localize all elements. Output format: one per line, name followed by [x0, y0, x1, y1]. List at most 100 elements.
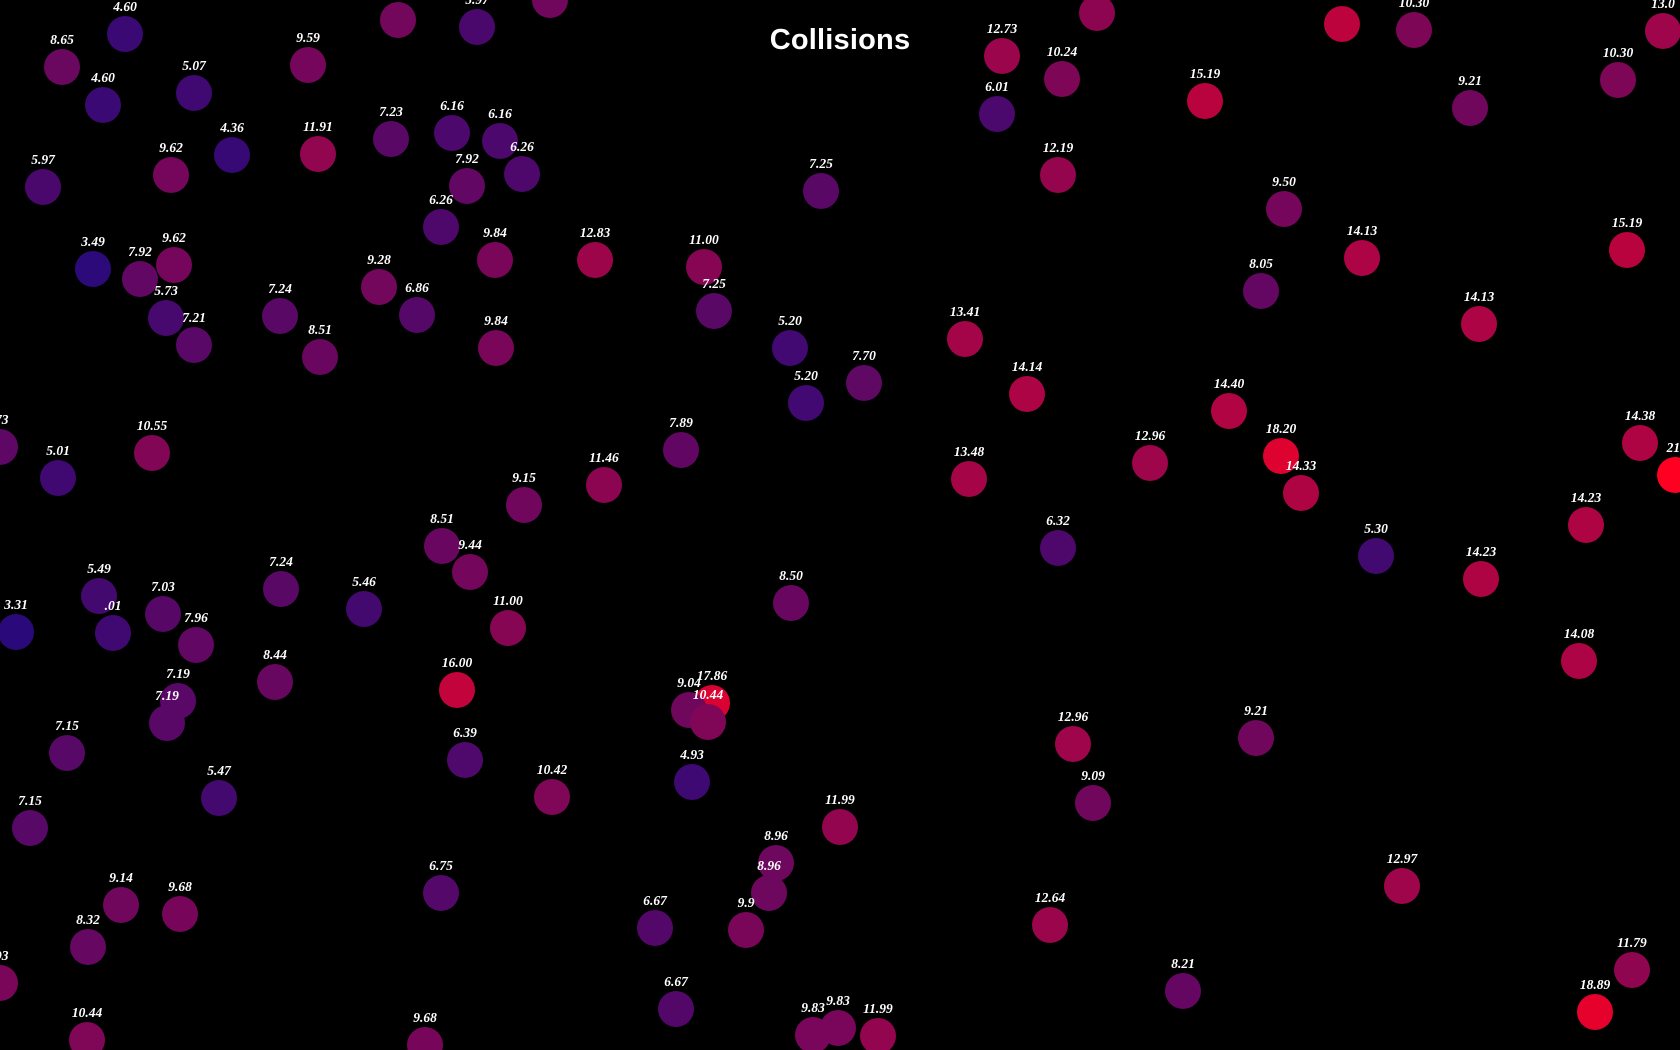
ball-speed-label: 4.36 — [220, 120, 244, 135]
ball — [149, 705, 185, 741]
ball — [373, 121, 409, 157]
ball — [44, 49, 80, 85]
ball — [1040, 530, 1076, 566]
ball-speed-label: 8.51 — [430, 511, 454, 526]
ball-speed-label: 14.23 — [1465, 544, 1497, 559]
ball — [439, 672, 475, 708]
ball — [1079, 0, 1115, 31]
ball — [145, 596, 181, 632]
ball-speed-label: 18.20 — [1265, 421, 1297, 436]
ball — [1165, 973, 1201, 1009]
ball-speed-label: 7.96 — [184, 610, 208, 625]
ball-speed-label: 9.62 — [162, 230, 186, 245]
ball — [1032, 907, 1068, 943]
ball-speed-label: 8.96 — [764, 828, 788, 843]
ball-speed-label: 17.86 — [696, 668, 728, 683]
ball-speed-label: 9.21 — [1244, 703, 1268, 718]
ball — [1622, 425, 1658, 461]
ball-speed-label: 5.49 — [87, 561, 111, 576]
ball — [1040, 157, 1076, 193]
ball — [490, 610, 526, 646]
ball-speed-label: 14.23 — [1570, 490, 1602, 505]
ball — [40, 460, 76, 496]
ball — [1009, 376, 1045, 412]
ball-speed-label: 5.73 — [154, 283, 178, 298]
ball — [12, 810, 48, 846]
ball-speed-label: 5.01 — [46, 443, 70, 458]
ball-speed-label: 12.73 — [986, 21, 1018, 36]
ball — [148, 300, 184, 336]
ball — [424, 528, 460, 564]
ball — [25, 169, 61, 205]
ball — [0, 965, 18, 1001]
ball-speed-label: 14.38 — [1624, 408, 1656, 423]
ball — [423, 875, 459, 911]
ball-speed-label: 11.00 — [493, 593, 523, 608]
ball-speed-label: 7.24 — [268, 281, 292, 296]
ball-speed-label: 6.86 — [405, 280, 429, 295]
ball — [262, 298, 298, 334]
ball — [346, 591, 382, 627]
ball-speed-label: 14.13 — [1346, 223, 1378, 238]
ball — [1561, 643, 1597, 679]
ball — [1238, 720, 1274, 756]
ball-speed-label: 9.9 — [737, 895, 755, 910]
ball — [1568, 507, 1604, 543]
ball — [257, 664, 293, 700]
ball — [951, 461, 987, 497]
ball-speed-label: 6.26 — [510, 139, 534, 154]
ball-speed-label: 7.15 — [55, 718, 79, 733]
ball — [1384, 868, 1420, 904]
ball-speed-label: 13.0 — [1651, 0, 1675, 11]
ball — [423, 209, 459, 245]
ball-speed-label: 9.50 — [1272, 174, 1296, 189]
ball-speed-label: 9.84 — [484, 313, 508, 328]
ball-speed-label: 12.19 — [1042, 140, 1074, 155]
ball-speed-label: 9.14 — [109, 870, 133, 885]
ball — [361, 269, 397, 305]
ball-speed-label: 12.96 — [1134, 428, 1166, 443]
ball — [772, 330, 808, 366]
ball — [979, 96, 1015, 132]
ball — [1600, 62, 1636, 98]
ball-speed-label: 7.70 — [852, 348, 876, 363]
ball-speed-label: 7.92 — [128, 244, 152, 259]
ball-speed-label: 11.91 — [303, 119, 333, 134]
ball — [81, 578, 117, 614]
ball-speed-label: 15.19 — [1611, 215, 1643, 230]
ball-speed-label: 7.19 — [155, 688, 179, 703]
ball — [263, 571, 299, 607]
ball-speed-label: 14.33 — [1285, 458, 1317, 473]
ball-speed-label: 18.89 — [1579, 977, 1611, 992]
ball-speed-label: 5.20 — [778, 313, 802, 328]
ball-speed-label: 7.23 — [379, 104, 403, 119]
ball — [1344, 240, 1380, 276]
ball-speed-label: 10.30 — [1602, 45, 1634, 60]
ball-speed-label: 8.50 — [779, 568, 803, 583]
ball-speed-label: 12.83 — [579, 225, 611, 240]
ball-speed-label: 4.60 — [91, 70, 115, 85]
ball — [178, 627, 214, 663]
ball — [1266, 191, 1302, 227]
ball-speed-label: .73 — [0, 412, 9, 427]
ball — [452, 554, 488, 590]
ball-speed-label: 7.25 — [809, 156, 833, 171]
ball — [846, 365, 882, 401]
ball — [822, 809, 858, 845]
ball-speed-label: 6.01 — [985, 79, 1009, 94]
ball-speed-label: 14.08 — [1563, 626, 1595, 641]
ball — [214, 137, 250, 173]
ball-speed-label: 9.84 — [483, 225, 507, 240]
ball — [95, 615, 131, 651]
ball-speed-label: 7.89 — [669, 415, 693, 430]
ball-speed-label: 6.26 — [429, 192, 453, 207]
ball-speed-label: 8.21 — [1171, 956, 1195, 971]
ball-speed-label: 9.68 — [413, 1010, 437, 1025]
ball — [1461, 306, 1497, 342]
ball — [162, 896, 198, 932]
ball — [380, 2, 416, 38]
ball — [1263, 438, 1299, 474]
ball — [447, 742, 483, 778]
ball-speed-label: 7.03 — [151, 579, 175, 594]
